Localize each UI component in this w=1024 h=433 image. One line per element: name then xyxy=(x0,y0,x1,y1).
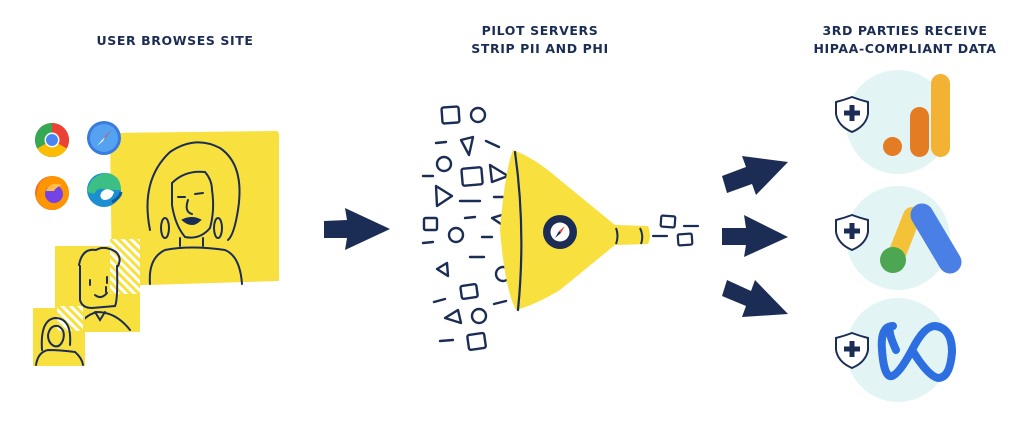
arrow-icon xyxy=(324,208,390,250)
compass-icon xyxy=(543,215,577,249)
firefox-icon xyxy=(35,176,69,210)
users-illustration xyxy=(33,121,279,366)
step-2-title-line-2: STRIP PII AND PHI xyxy=(471,41,609,56)
arrow-icons-fanout xyxy=(722,156,788,317)
hatched-overlay xyxy=(110,239,140,294)
shield-plus-icon xyxy=(835,213,869,252)
step-1-heading: USER BROWSES SITE xyxy=(85,32,265,50)
data-particles-out xyxy=(651,214,700,247)
step-3-heading: 3RD PARTIES RECEIVE HIPAA-COMPLIANT DATA xyxy=(800,22,1010,58)
step-2-heading: PILOT SERVERS STRIP PII AND PHI xyxy=(455,22,625,58)
third-party-google-analytics xyxy=(846,70,950,174)
step-1-title: USER BROWSES SITE xyxy=(96,33,254,48)
data-particles-in xyxy=(421,105,519,351)
ga-bar-mid xyxy=(910,107,929,157)
shield-plus-icon xyxy=(835,331,869,370)
user-woman-afro xyxy=(146,141,243,285)
step-3-title-line-1: 3RD PARTIES RECEIVE xyxy=(822,23,988,38)
step-2-title-line-1: PILOT SERVERS xyxy=(481,23,599,38)
ga-bar-tall xyxy=(931,74,950,157)
shield-plus-icon xyxy=(835,95,869,134)
shield-plus-icons xyxy=(835,95,869,370)
ga-dot xyxy=(883,137,902,156)
meta-icon xyxy=(877,322,956,382)
third-party-google-ads xyxy=(846,186,962,290)
edge-icon xyxy=(87,173,123,207)
funnel xyxy=(500,150,650,312)
chrome-icon xyxy=(35,123,69,157)
safari-icon xyxy=(87,121,121,155)
step-3-title-line-2: HIPAA-COMPLIANT DATA xyxy=(813,41,997,56)
third-party-meta xyxy=(846,298,956,402)
user-woman-hijab xyxy=(35,316,84,366)
